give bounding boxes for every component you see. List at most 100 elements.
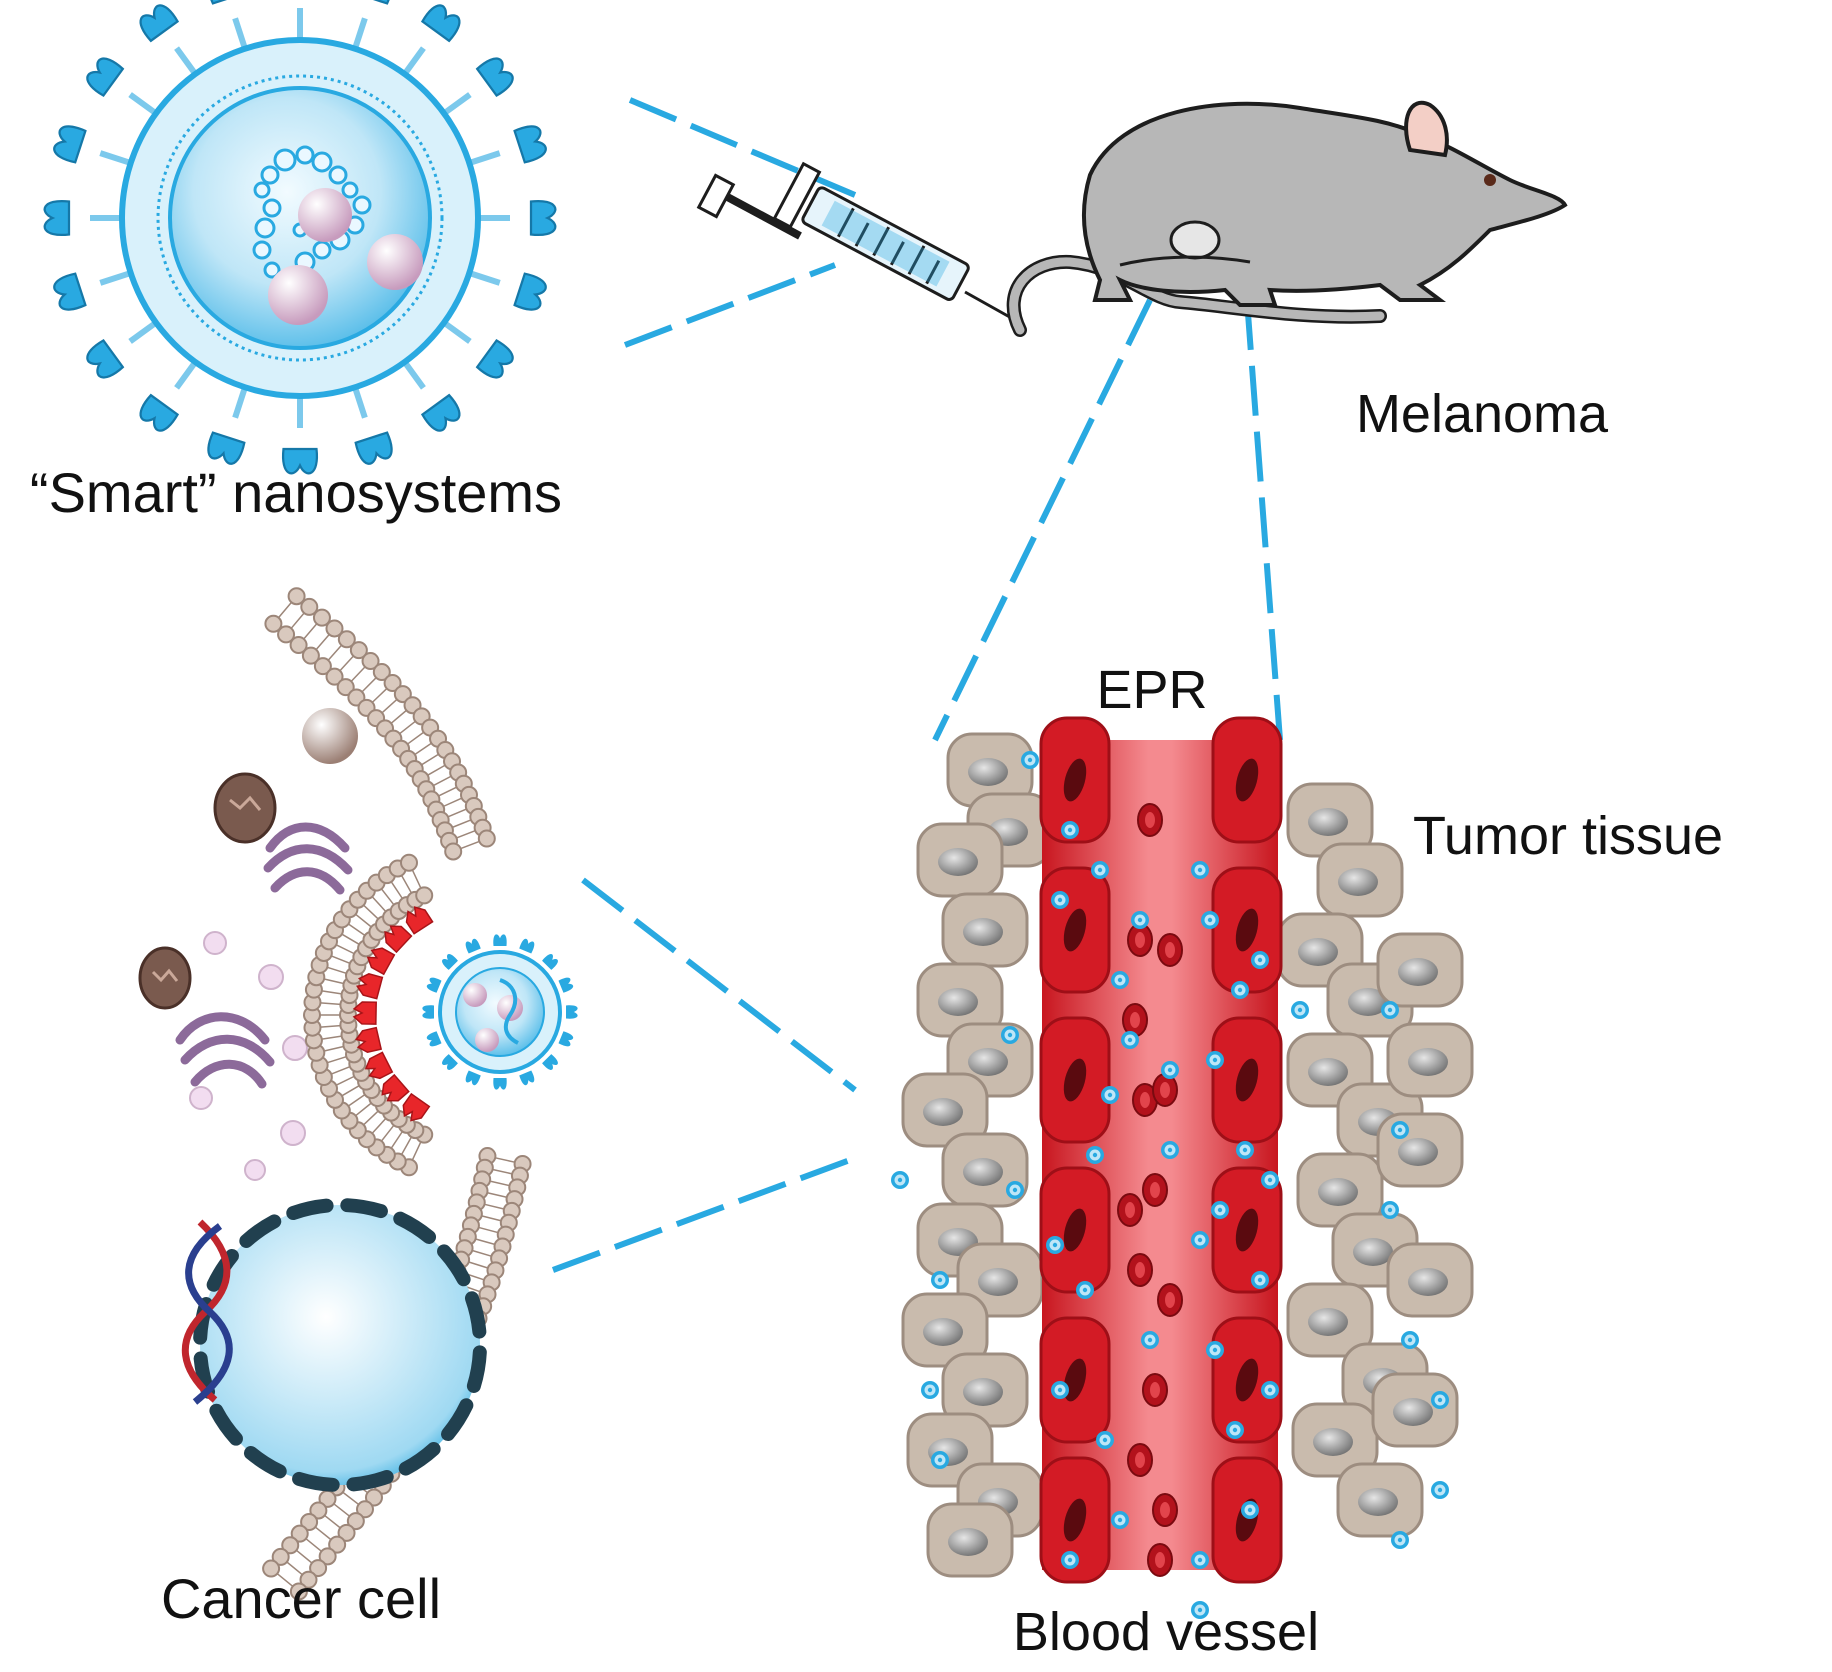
targeting-ligand (50, 270, 132, 315)
nanoparticle (931, 1271, 949, 1289)
nanosystem-lipid-layer (156, 74, 444, 362)
nanoparticle (1101, 1086, 1119, 1104)
lipid-head (300, 1513, 319, 1532)
lipid-head (444, 842, 463, 861)
endothelial-cell (1039, 866, 1111, 994)
lipid-head (337, 630, 356, 649)
label-epr: EPR (1096, 660, 1207, 720)
receptor (352, 1001, 377, 1025)
nanoparticle (1006, 1181, 1024, 1199)
cancer-cell (138, 587, 578, 1601)
lipid-head (309, 1559, 328, 1578)
targeting-ligand (519, 937, 536, 954)
receptor (402, 1092, 431, 1122)
targeting-ligand (135, 0, 198, 76)
nanoparticle (1111, 1511, 1129, 1529)
red-blood-cell (1152, 1493, 1178, 1527)
mitochondrion (138, 946, 192, 1010)
endothelial-cell (1039, 1456, 1111, 1584)
tumor-cell (1376, 932, 1464, 1008)
nanoparticle (891, 1171, 909, 1189)
targeting-ligand (464, 1070, 481, 1087)
targeting-ligand (493, 934, 507, 946)
red-blood-cell (1142, 1373, 1168, 1407)
nanoparticle (1431, 1481, 1449, 1499)
nuclear-pore-segment (340, 1198, 388, 1219)
nanoparticle (1191, 1231, 1209, 1249)
nanoparticle (1091, 861, 1109, 879)
endothelial-cell (1039, 1316, 1111, 1444)
golgi-apparatus (263, 822, 353, 895)
payload-drug (268, 265, 328, 325)
lipid-head (393, 685, 412, 704)
nuclear-pore-segment (464, 1291, 487, 1339)
endothelial-cell (1039, 716, 1111, 844)
lipid-head (312, 608, 331, 627)
endothelial-cell (1211, 1016, 1283, 1144)
lipid-head (328, 1535, 347, 1554)
targeting-ligand (402, 0, 465, 76)
receptor (405, 906, 434, 935)
targeting-ligand (440, 1053, 459, 1072)
nuclear-pore-segment (398, 1442, 441, 1476)
nanoparticle (1261, 1381, 1279, 1399)
endothelial-cell (1211, 1456, 1283, 1584)
targeting-ligand (468, 121, 550, 166)
nanoparticle (1121, 1031, 1139, 1049)
red-blood-cells (1117, 803, 1183, 1577)
red-blood-cell (1117, 1193, 1143, 1227)
nanoparticle (1226, 1421, 1244, 1439)
red-blood-cell (1137, 803, 1163, 837)
nanoparticle (1251, 951, 1269, 969)
nanoparticle (1051, 891, 1069, 909)
nuclear-pore-segment (239, 1214, 282, 1248)
nanoparticle (1381, 1201, 1399, 1219)
tumor-cell (1286, 1282, 1374, 1358)
nuclear-pore-segment (346, 1469, 394, 1492)
nanoparticle (1161, 1061, 1179, 1079)
targeting-ligand (402, 360, 465, 436)
tumor-cell (1386, 1022, 1474, 1098)
tumor-cell (916, 822, 1004, 898)
lipid-head (313, 657, 332, 676)
nanosystem-ligand-ring (43, 0, 557, 475)
mouse (1006, 100, 1568, 337)
lipid-head (281, 1536, 300, 1555)
targeting-ligand (422, 1005, 434, 1019)
nanoparticle (1061, 1551, 1079, 1569)
receptor (384, 925, 413, 954)
receptor (355, 1026, 383, 1054)
targeting-ligand (425, 1031, 442, 1048)
connector-lines (551, 97, 1283, 1273)
targeting-ligand (82, 53, 158, 116)
lipid-head (289, 1582, 308, 1601)
lipid-head (271, 1547, 290, 1566)
nanoparticle (1431, 1391, 1449, 1409)
lipid-head (309, 1501, 328, 1520)
endothelial-cell (1211, 716, 1283, 844)
tumor-tissue-cells (901, 732, 1474, 1578)
targeting-ligand (468, 270, 550, 315)
syringe (696, 161, 1016, 322)
targeting-ligand (558, 976, 575, 993)
red-blood-cell (1127, 1253, 1153, 1287)
lipid-head (361, 652, 380, 671)
lipid-head (325, 667, 344, 686)
targeting-ligand (43, 199, 122, 237)
lipid-head (349, 641, 368, 660)
targeting-ligand (566, 1005, 578, 1019)
tumor-cell (901, 1292, 989, 1368)
targeting-ligand (203, 386, 248, 468)
nanoparticle (1061, 821, 1079, 839)
tumor-vessel-section (891, 716, 1474, 1619)
nanoparticle (1211, 1201, 1229, 1219)
nuclear-pore-segment (441, 1398, 474, 1442)
nanoparticle (1191, 861, 1209, 879)
targeting-ligand (440, 952, 459, 971)
red-blood-cell (1127, 1443, 1153, 1477)
targeting-ligand (82, 320, 158, 383)
nanoparticle (1206, 1341, 1224, 1359)
tumor-cell (1371, 1372, 1459, 1448)
golgi-apparatus (175, 1012, 275, 1089)
